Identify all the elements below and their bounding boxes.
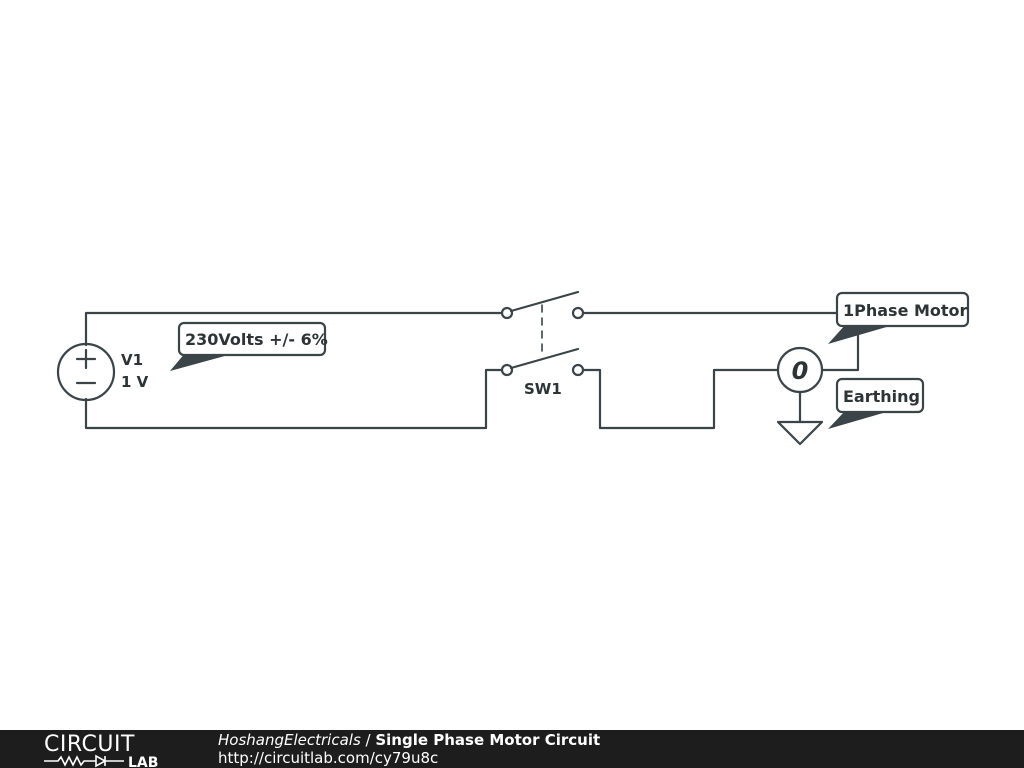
circuit-title[interactable]: Single Phase Motor Circuit	[375, 731, 601, 749]
footer-title-line: HoshangElectricals / Single Phase Motor …	[218, 731, 600, 749]
meter-icon	[776, 346, 824, 394]
logo-text-top: CIRCUIT	[44, 732, 135, 757]
voltage-source-icon	[56, 342, 116, 402]
callout-source: 230Volts +/- 6%	[170, 321, 328, 371]
switch-name: SW1	[524, 380, 562, 398]
plus-icon	[75, 348, 97, 370]
source-name: V1	[121, 351, 143, 369]
source-note: 230Volts +/- 6%	[185, 330, 328, 349]
motor-note: 1Phase Motor	[843, 301, 968, 320]
switch-blade-bottom	[509, 347, 580, 370]
switch-contact-a1	[500, 306, 514, 320]
logo-text-bottom: LAB	[128, 755, 158, 768]
callout-ground: Earthing	[828, 377, 925, 429]
footer-bar: CIRCUIT LAB HoshangElectricals / Single …	[0, 730, 1024, 768]
schematic-canvas: 230Volts +/- 6% 1Phase Motor Earthing V1…	[56, 290, 970, 446]
wire-bottom-right	[581, 368, 780, 430]
resistor-diode-icon	[44, 754, 124, 768]
callout-motor: 1Phase Motor	[828, 291, 970, 344]
switch-contact-a2	[571, 306, 585, 320]
source-value: 1 V	[121, 373, 149, 391]
ground-note: Earthing	[843, 387, 920, 406]
author-link[interactable]: HoshangElectricals	[218, 731, 361, 749]
circuitlab-logo[interactable]: CIRCUIT LAB	[44, 732, 176, 768]
wire-top-right	[581, 311, 860, 372]
circuit-url[interactable]: http://circuitlab.com/cy79u8c	[218, 749, 439, 767]
switch-contact-b1	[500, 363, 514, 377]
title-separator: /	[360, 731, 376, 749]
switch-blade-top	[509, 290, 580, 313]
meter-symbol: 0	[792, 357, 809, 385]
ground-icon	[776, 420, 824, 446]
switch-contact-b2	[571, 363, 585, 377]
wire-top-left	[84, 311, 504, 347]
wire-bottom-left	[84, 368, 504, 430]
